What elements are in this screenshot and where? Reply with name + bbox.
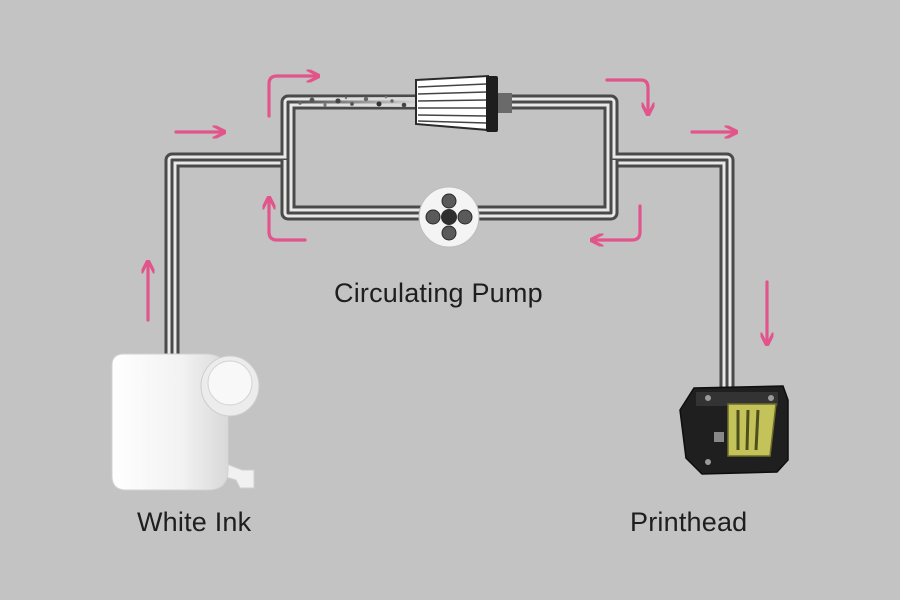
white-ink-label: White Ink bbox=[137, 507, 252, 537]
flow-arrows bbox=[148, 76, 767, 342]
white-ink-bottle-icon bbox=[111, 353, 260, 491]
pump-label: Circulating Pump bbox=[334, 278, 543, 308]
printhead-icon bbox=[679, 385, 789, 475]
flow-arrow-lower-return-left bbox=[594, 204, 642, 240]
flow-arrow-right-exit-down bbox=[605, 78, 648, 112]
ink-particles bbox=[292, 95, 420, 108]
circulating-pump-icon bbox=[418, 186, 480, 248]
flow-arrow-up-into-upper bbox=[267, 76, 316, 118]
flow-arrow-lower-up bbox=[269, 200, 307, 242]
printhead-label: Printhead bbox=[630, 507, 748, 537]
ink-filter-icon bbox=[415, 74, 512, 132]
